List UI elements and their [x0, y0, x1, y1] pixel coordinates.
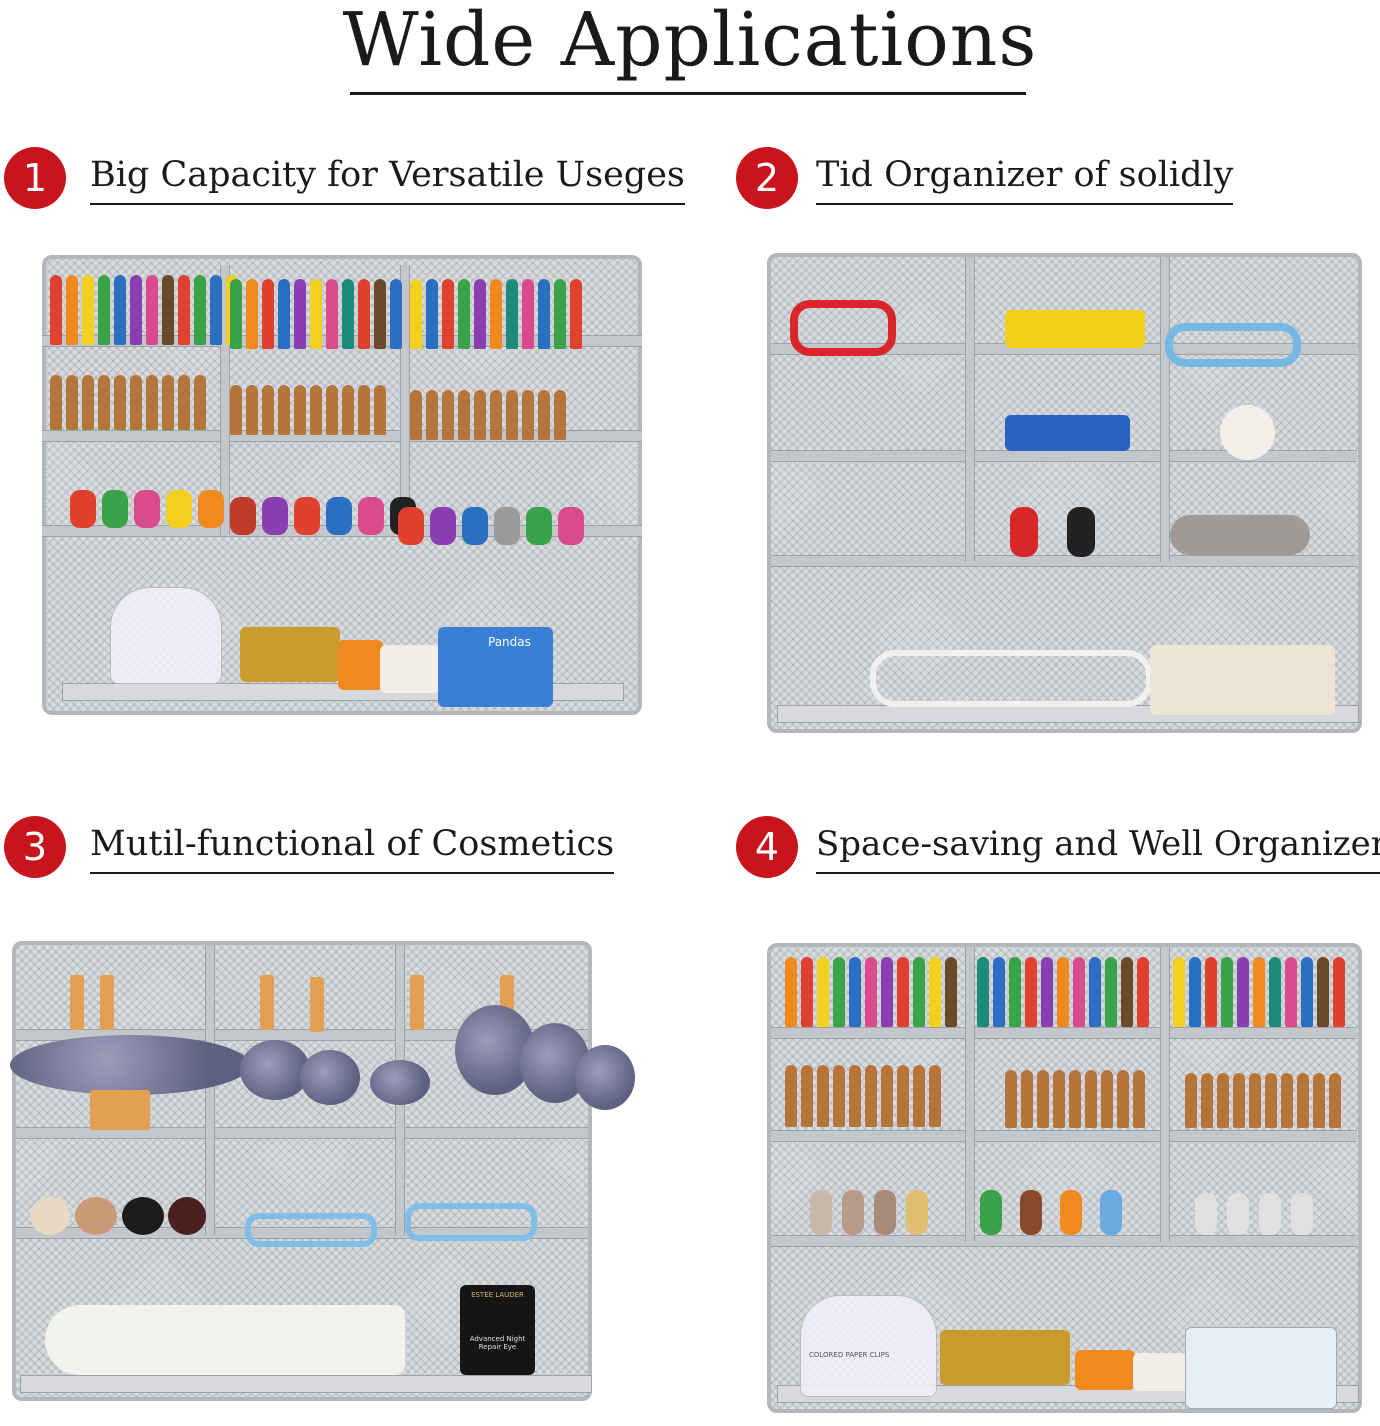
feature-label: Space-saving and Well Organizer — [816, 822, 1380, 874]
eraser — [1075, 1350, 1135, 1390]
brush-handle — [70, 975, 84, 1030]
feature-label: Tid Organizer of solidly — [816, 153, 1234, 205]
short-pencils-row — [410, 390, 566, 440]
markers-row — [230, 497, 416, 535]
organizer-base — [20, 1375, 592, 1393]
brush-handle — [90, 1090, 150, 1130]
brush-handle — [310, 977, 324, 1032]
short-pencils-row — [50, 375, 206, 430]
short-pencils-row — [785, 1065, 941, 1127]
page-title: Wide Applications — [342, 0, 1038, 83]
shelf — [771, 1027, 1357, 1039]
colored-pencils-row — [230, 279, 402, 349]
marker — [1010, 507, 1038, 557]
cream-tube — [45, 1305, 405, 1375]
cream-product-label: Advanced Night Repair Eye — [469, 1335, 526, 1351]
brush-handle — [260, 975, 274, 1030]
makeup-brush-head — [300, 1050, 360, 1105]
divider — [965, 257, 975, 562]
scissors — [790, 300, 896, 356]
organizer-photo-office — [765, 245, 1370, 740]
organizer-photo-pencils: COLORED PAPER CLIPS — [765, 935, 1370, 1420]
title-underline — [350, 92, 1026, 95]
shelf — [771, 555, 1357, 567]
cosmetic-jar — [122, 1197, 164, 1235]
divider — [965, 947, 975, 1242]
markers-row — [1195, 1193, 1313, 1235]
feature-label: Mutil-functional of Cosmetics — [90, 822, 615, 874]
markers-row — [70, 490, 224, 528]
cream-brand-label: ESTEE LAUDER — [471, 1291, 524, 1299]
makeup-brush-head — [240, 1040, 310, 1100]
organizer-photo-cosmetics: ESTEE LAUDER Advanced Night Repair Eye — [10, 935, 650, 1415]
feature-number-badge: 1 — [4, 147, 66, 209]
notebook-label: Pandas — [488, 635, 531, 649]
divider — [400, 265, 410, 535]
colored-pencils-row — [50, 275, 238, 345]
stapler — [1150, 645, 1335, 715]
clip-tin-label: COLORED PAPER CLIPS — [809, 1351, 890, 1359]
notebook: Pandas — [438, 627, 553, 707]
cosmetic-jar — [168, 1197, 206, 1235]
cosmetic-jar — [75, 1197, 117, 1235]
feature-number-badge: 3 — [4, 816, 66, 878]
shelf — [771, 1130, 1357, 1142]
feature-number-badge: 2 — [736, 147, 798, 209]
paper-clip-tin — [110, 587, 222, 684]
colored-pencils-row — [785, 957, 957, 1027]
colored-pencils-row — [410, 279, 582, 349]
feature-label: Big Capacity for Versatile Useges — [90, 153, 685, 205]
shelf — [771, 450, 1357, 462]
divider — [1160, 947, 1170, 1242]
short-pencils-row — [1185, 1073, 1341, 1128]
short-pencils-row — [230, 385, 386, 435]
feature-number-badge: 4 — [736, 816, 798, 878]
organizer-photo-stationery: Pandas — [30, 235, 650, 735]
feature-4: 4 Space-saving and Well Organizer — [736, 816, 1380, 886]
marker — [1067, 507, 1095, 557]
markers-row — [398, 507, 584, 545]
tape-dispenser — [1170, 515, 1310, 555]
divider — [220, 265, 230, 535]
shelf — [771, 1235, 1357, 1247]
feature-3: 3 Mutil-functional of Cosmetics — [4, 816, 684, 886]
binder-clips — [940, 1330, 1070, 1385]
hair-clip — [245, 1213, 377, 1247]
cosmetic-jar — [30, 1197, 70, 1235]
notebook — [1185, 1327, 1337, 1409]
feature-1: 1 Big Capacity for Versatile Useges — [4, 147, 685, 217]
brush-handle — [100, 975, 114, 1030]
eraser — [338, 640, 383, 690]
short-pencils-row — [1005, 1070, 1145, 1128]
markers-row — [980, 1190, 1122, 1235]
makeup-brush-head — [575, 1045, 635, 1110]
hair-clip — [405, 1203, 537, 1241]
colored-pencils-row — [1173, 957, 1345, 1027]
divider — [1160, 257, 1170, 562]
tape-measure — [1005, 310, 1145, 348]
shelf — [16, 1127, 588, 1139]
colored-pencils-row — [977, 957, 1149, 1027]
brush-handle — [410, 975, 424, 1030]
divider — [205, 945, 215, 1235]
eraser-pack — [1005, 415, 1130, 451]
paper-clip-tin: COLORED PAPER CLIPS — [800, 1295, 937, 1397]
markers-row — [810, 1190, 928, 1235]
feature-2: 2 Tid Organizer of solidly — [736, 147, 1376, 217]
tape-roll — [1220, 405, 1275, 460]
makeup-brush-head — [370, 1060, 430, 1105]
binder-clips — [240, 627, 340, 682]
makeup-brush-head — [10, 1035, 250, 1095]
eraser — [380, 645, 440, 693]
scissors — [1165, 323, 1301, 367]
usb-cable — [870, 650, 1152, 707]
eye-cream-jar: ESTEE LAUDER Advanced Night Repair Eye — [460, 1285, 535, 1375]
